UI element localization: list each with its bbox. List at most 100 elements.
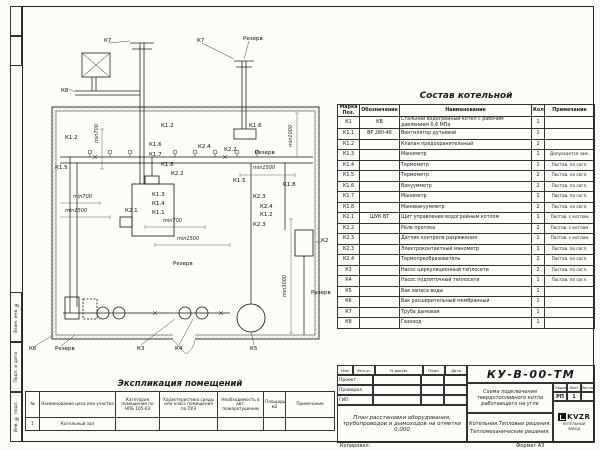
diagram-label: К8	[61, 88, 69, 94]
composition-cell-mark: К1.8	[337, 201, 360, 214]
role-label: ГИП	[337, 395, 373, 405]
role-empty-cell	[444, 395, 467, 405]
composition-cell-name: Насос подпиточный теплосети	[399, 275, 532, 287]
diagram-label: К2.4	[260, 204, 273, 210]
composition-header: Обозначение	[359, 103, 400, 118]
composition-cell-note: Постав. с котлом	[544, 222, 595, 235]
role-empty-cell	[444, 385, 467, 395]
chimney-right	[233, 60, 257, 140]
stage-cell: Листов	[581, 383, 595, 392]
composition-cell-code	[359, 201, 400, 214]
composition-cell-mark: К1	[337, 116, 360, 130]
composition-cell-mark: К1.5	[337, 170, 360, 182]
expansion-tank-symbol	[64, 296, 80, 320]
solution-line-1: Котельная.Тепловые решения.	[469, 421, 551, 427]
diagram-label: min700	[73, 194, 92, 200]
diagram-label: К2.1	[125, 208, 138, 214]
composition-cell-code	[359, 254, 400, 266]
diagram-label: min700	[163, 218, 182, 224]
composition-cell-name: Датчик контроля разряжения	[399, 233, 532, 245]
composition-cell-mark: К2.2	[337, 222, 360, 235]
solutions-cell: Котельная.Тепловые решения. Тепломеханич…	[467, 413, 553, 443]
composition-cell-qty: 1	[531, 233, 545, 245]
role-empty-cell	[421, 385, 444, 395]
stage-cell	[581, 392, 595, 401]
role-label: Проект	[337, 375, 373, 385]
diagram-label: К2.3	[253, 222, 266, 228]
diagram-label: К1.2	[65, 135, 78, 141]
composition-cell-mark: К4	[337, 275, 360, 287]
composition-cell-name: Насос циркуляционный теплосети	[399, 264, 532, 277]
composition-cell-code	[359, 306, 400, 319]
diagram-label: К1.7	[149, 152, 162, 158]
composition-header: Кол.	[531, 103, 545, 118]
composition-cell-qty: 1	[531, 275, 545, 287]
composition-cell-name: Щит управления водогрейным котлом	[399, 212, 532, 224]
diagram-label: К1.2	[260, 212, 273, 218]
margin-box-label: Подп. и дата	[13, 351, 19, 383]
composition-cell-qty: 1	[531, 243, 545, 256]
composition-cell-note	[544, 138, 595, 151]
composition-cell-mark: К1.3	[337, 149, 360, 161]
logo-subtitle-2: ЗАВОД	[567, 427, 581, 431]
valve-symbols	[92, 154, 228, 316]
diagram-label: Резерв	[255, 150, 275, 156]
composition-cell-code	[359, 191, 400, 203]
margin-box	[10, 6, 22, 36]
composition-cell-name: Труба дымовая	[399, 306, 532, 319]
composition-cell-mark: К3	[337, 264, 360, 277]
logo-text: KVZR	[567, 412, 591, 421]
composition-cell-mark: К5	[337, 285, 360, 298]
composition-cell-mark: К1.2	[337, 138, 360, 151]
diagram-label: К1.1	[152, 210, 165, 216]
composition-header: Наименование	[399, 103, 532, 118]
composition-cell-name: Стальной водогрейный котел с рабочим дав…	[399, 116, 532, 130]
composition-cell-code: ШУК ВТ	[359, 212, 400, 224]
titleblock-role-row: ГИП	[337, 395, 467, 405]
diagram-label: min700	[94, 124, 100, 143]
explication-header: Необходимость в авт. пожаротушении	[217, 391, 264, 418]
composition-cell-note: Постав. с котлом	[544, 233, 595, 245]
explication-header: Характеристика среды или класс помещения…	[159, 391, 218, 418]
diagram-label: К3	[137, 346, 145, 352]
diagram-label: Резерв	[243, 36, 263, 42]
composition-cell-qty: 1	[531, 191, 545, 203]
explication-cell: Котельный зал	[39, 417, 116, 431]
diagram-label: min1000	[288, 124, 294, 147]
drawing-title: Схема подключения твердотопливного котла…	[467, 383, 553, 413]
pump-symbol	[195, 306, 209, 320]
chimney-left	[75, 42, 154, 184]
margin-box	[10, 36, 22, 66]
explication-cell	[217, 417, 264, 431]
composition-cell-code	[359, 180, 400, 193]
composition-cell-note: Постав. по согл.	[544, 201, 595, 214]
composition-cell-name: Клапан предохранительный	[399, 138, 532, 151]
composition-cell-name: Вентилятор дутьевой	[399, 128, 532, 140]
composition-cell-code: КВ	[359, 116, 400, 130]
composition-header: Примечание	[544, 103, 595, 118]
logo-subtitle-1: КОТЕЛЬНЫЙ	[562, 421, 586, 426]
format-label: Формат А3	[516, 443, 545, 449]
composition-cell-mark: К8	[337, 317, 360, 329]
diagram-label: min1500	[177, 236, 200, 242]
composition-cell-note: Постав. по согл.	[544, 159, 595, 172]
composition-cell-qty: 1	[531, 159, 545, 172]
role-empty-cell	[373, 385, 421, 395]
composition-cell-name: Манометр	[399, 191, 532, 203]
composition-cell-qty: 1	[531, 285, 545, 298]
diagram-label: К1.4	[152, 201, 165, 207]
